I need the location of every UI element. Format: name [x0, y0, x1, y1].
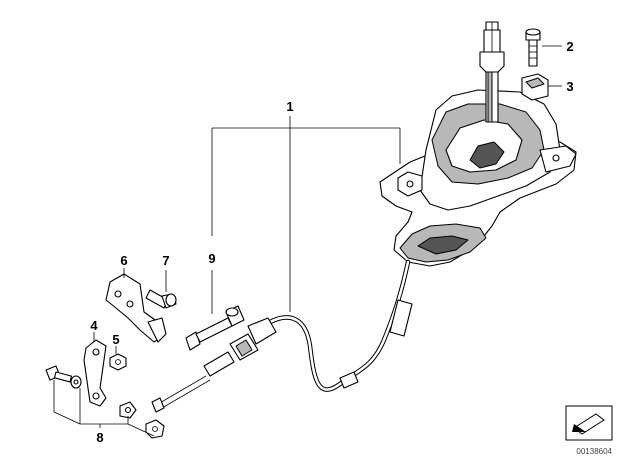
- lever-4: [83, 339, 107, 407]
- callout-8: 8: [96, 430, 103, 445]
- clip-nut-3: [521, 73, 549, 101]
- fastener-set-8: [45, 365, 165, 439]
- bowden-cable-9: [151, 259, 413, 413]
- nut-5: [109, 353, 127, 371]
- callout-7: 7: [162, 253, 169, 268]
- callout-5: 5: [112, 332, 119, 347]
- callout-1: 1: [286, 99, 293, 114]
- bolt-2: [525, 28, 541, 67]
- callout-3: 3: [566, 79, 573, 94]
- bolt-7: [145, 289, 177, 309]
- callout-6: 6: [120, 253, 127, 268]
- callout-4: 4: [90, 318, 98, 333]
- callout-9: 9: [208, 251, 215, 266]
- view-orientation-icon: [565, 405, 613, 441]
- bracket-6: [105, 273, 167, 343]
- selector-lever-icon: [379, 21, 577, 267]
- callout-2: 2: [566, 39, 573, 54]
- document-id: 00138604: [576, 447, 612, 456]
- leader-lines: [53, 45, 562, 437]
